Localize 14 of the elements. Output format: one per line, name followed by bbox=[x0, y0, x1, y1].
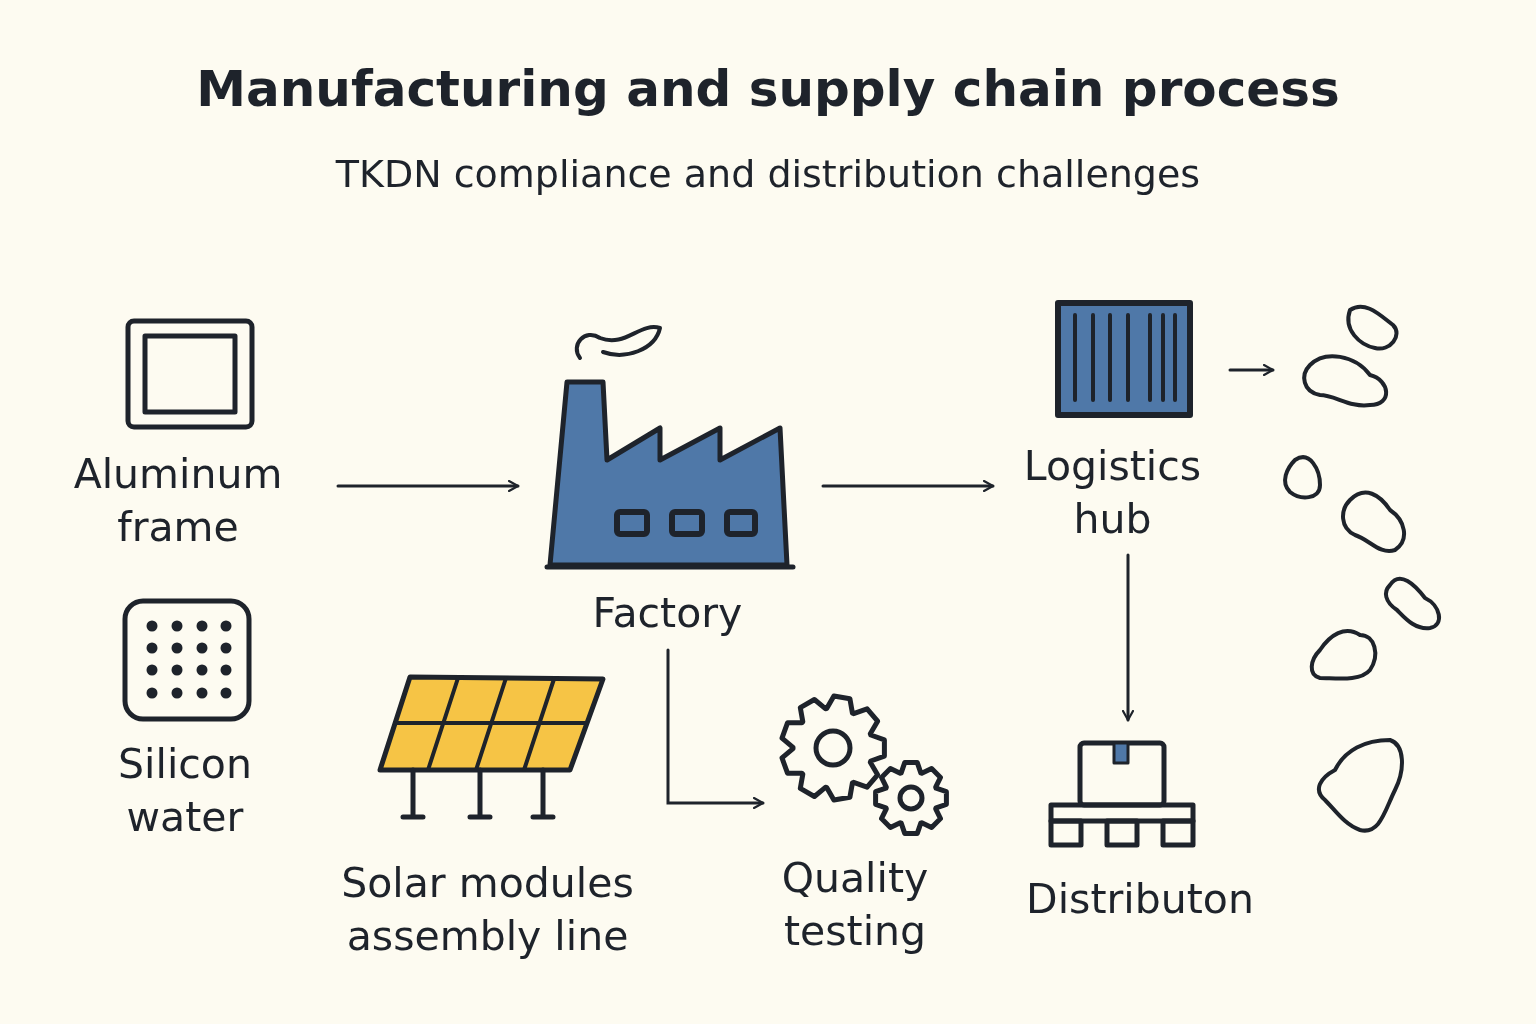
arrow bbox=[1121, 553, 1135, 722]
node-label: Quality testing bbox=[780, 853, 930, 958]
arrow bbox=[336, 479, 520, 493]
subtitle: TKDN compliance and distribution challenges bbox=[334, 152, 1202, 196]
node-label: Solar modules assembly line bbox=[340, 858, 635, 963]
node-label: Factory bbox=[592, 588, 743, 639]
arrow bbox=[1228, 363, 1275, 377]
arrow bbox=[666, 648, 765, 810]
node-label: Silicon water bbox=[117, 739, 253, 844]
node-label: Logistics hub bbox=[1022, 441, 1203, 546]
arrow bbox=[821, 479, 995, 493]
title: Manufacturing and supply chain process bbox=[195, 60, 1341, 118]
node-label: Distributon bbox=[1026, 874, 1254, 925]
node-label: Aluminum frame bbox=[72, 449, 284, 554]
